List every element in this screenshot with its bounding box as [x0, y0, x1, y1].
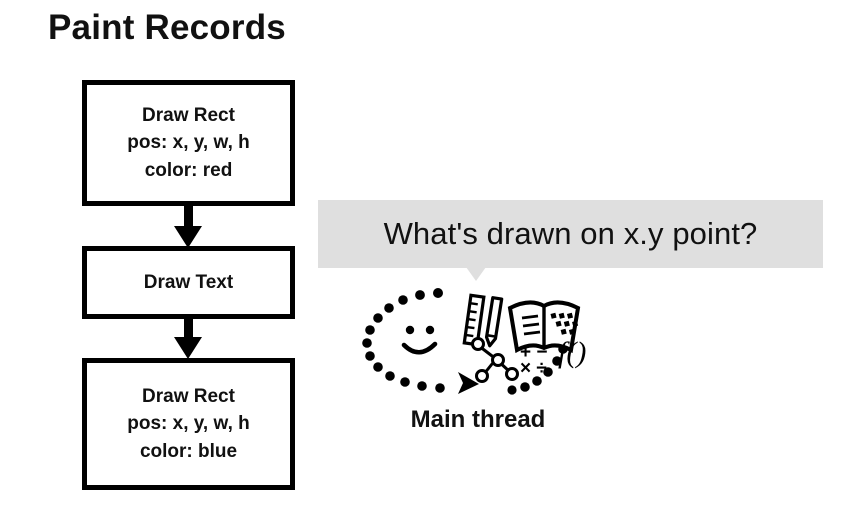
flow-arrow-down-icon	[168, 319, 208, 359]
open-book-icon	[507, 300, 581, 354]
arrow-shaft	[184, 319, 193, 339]
question-speech-bubble: What's drawn on x.y point?	[318, 200, 823, 268]
main-thread-label: Main thread	[410, 406, 546, 433]
speech-bubble-tail-icon	[466, 267, 486, 281]
math-operators-row-1: + −	[520, 342, 547, 363]
arrow-shaft	[184, 206, 193, 228]
function-notation-icon: f()	[558, 336, 586, 369]
paint-record-line: color: blue	[139, 440, 238, 462]
tree-diagram-icon	[471, 337, 519, 383]
smiley-face-icon	[401, 325, 438, 355]
dotted-oval-icon	[362, 288, 572, 395]
flow-arrow-down-icon	[168, 206, 208, 248]
thinking-illustration: + − × ÷ f()	[362, 286, 594, 396]
question-text: What's drawn on x.y point?	[383, 216, 758, 251]
paint-record-line: Draw Rect	[142, 104, 235, 126]
thought-arrow-icon	[458, 372, 479, 394]
paint-record-line: pos: x, y, w, h	[127, 132, 250, 154]
paint-record-line: Draw Text	[143, 271, 234, 293]
paint-record-box-draw-rect-red: Draw Rect pos: x, y, w, h color: red	[82, 80, 295, 206]
paint-record-line: color: red	[144, 159, 233, 181]
math-operators-icon: + − × ÷	[520, 342, 547, 379]
paint-record-box-draw-text: Draw Text	[82, 246, 295, 319]
page-title: Paint Records	[48, 8, 286, 47]
ruler-icon	[462, 293, 486, 347]
paint-record-line: pos: x, y, w, h	[127, 413, 250, 435]
arrow-head	[174, 226, 202, 248]
arrow-head	[174, 337, 202, 359]
paint-record-line: Draw Rect	[142, 385, 235, 407]
pencil-icon	[484, 296, 504, 348]
paint-record-box-draw-rect-blue: Draw Rect pos: x, y, w, h color: blue	[82, 358, 295, 490]
math-operators-row-2: × ÷	[520, 358, 547, 379]
